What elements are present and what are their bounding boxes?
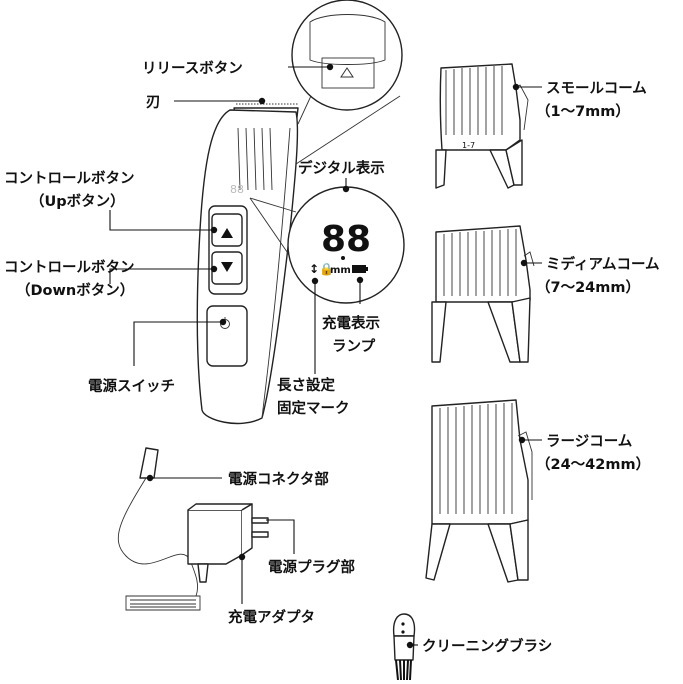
label-medium-comb-1: ミディアムコーム (546, 255, 660, 273)
label-small-comb-1: スモールコーム (546, 81, 647, 97)
display-callout: 88 ↕🔒 mm (249, 186, 405, 304)
label-charge-lamp-2: ランプ (332, 338, 376, 355)
label-charge-adapter: 充電アダプタ (228, 608, 315, 626)
label-control-up-1: コントロールボタン (4, 170, 135, 187)
label-medium-comb-2: （7〜24mm） (536, 278, 640, 296)
down-triangle-icon (221, 262, 233, 272)
label-control-down-2: （Downボタン） (16, 281, 134, 299)
clipper-body: 88 (196, 103, 299, 425)
up-triangle-icon (221, 228, 233, 238)
label-digital-display: デジタル表示 (298, 159, 385, 177)
label-power-plug: 電源プラグ部 (268, 558, 355, 576)
label-control-down-1: コントロールボタン (4, 259, 135, 276)
body-display-digits: 88 (230, 183, 244, 196)
small-comb-mark: 1-7 (462, 141, 475, 150)
label-large-comb-1: ラージコーム (546, 434, 632, 450)
label-release-button: リリースボタン (142, 60, 243, 77)
display-unit: mm (330, 265, 351, 276)
leader-lines (109, 63, 542, 649)
large-comb-drawing (425, 399, 533, 583)
label-length-lock-1: 長さ設定 (277, 376, 335, 394)
release-triangle-icon (340, 67, 354, 78)
display-digits: 88 (321, 219, 371, 260)
label-small-comb-2: （1〜7mm） (536, 102, 630, 120)
release-button-callout (291, 0, 403, 165)
label-length-lock-2: 固定マーク (277, 399, 350, 417)
label-cleaning-brush: クリーニングブラシ (422, 637, 552, 655)
charge-adapter-drawing (117, 447, 269, 611)
label-control-up-2: （Upボタン） (30, 192, 125, 210)
battery-icon (352, 265, 366, 273)
label-large-comb-2: （24〜42mm） (536, 455, 650, 473)
medium-comb-drawing (431, 225, 535, 363)
lock-icon: ↕🔒 (309, 262, 334, 276)
label-power-connector: 電源コネクタ部 (228, 470, 329, 488)
label-blade: 刃 (146, 95, 161, 111)
label-power-switch: 電源スイッチ (88, 377, 175, 395)
label-charge-lamp-1: 充電表示 (322, 314, 380, 332)
small-comb-drawing: 1-7 (435, 63, 529, 189)
